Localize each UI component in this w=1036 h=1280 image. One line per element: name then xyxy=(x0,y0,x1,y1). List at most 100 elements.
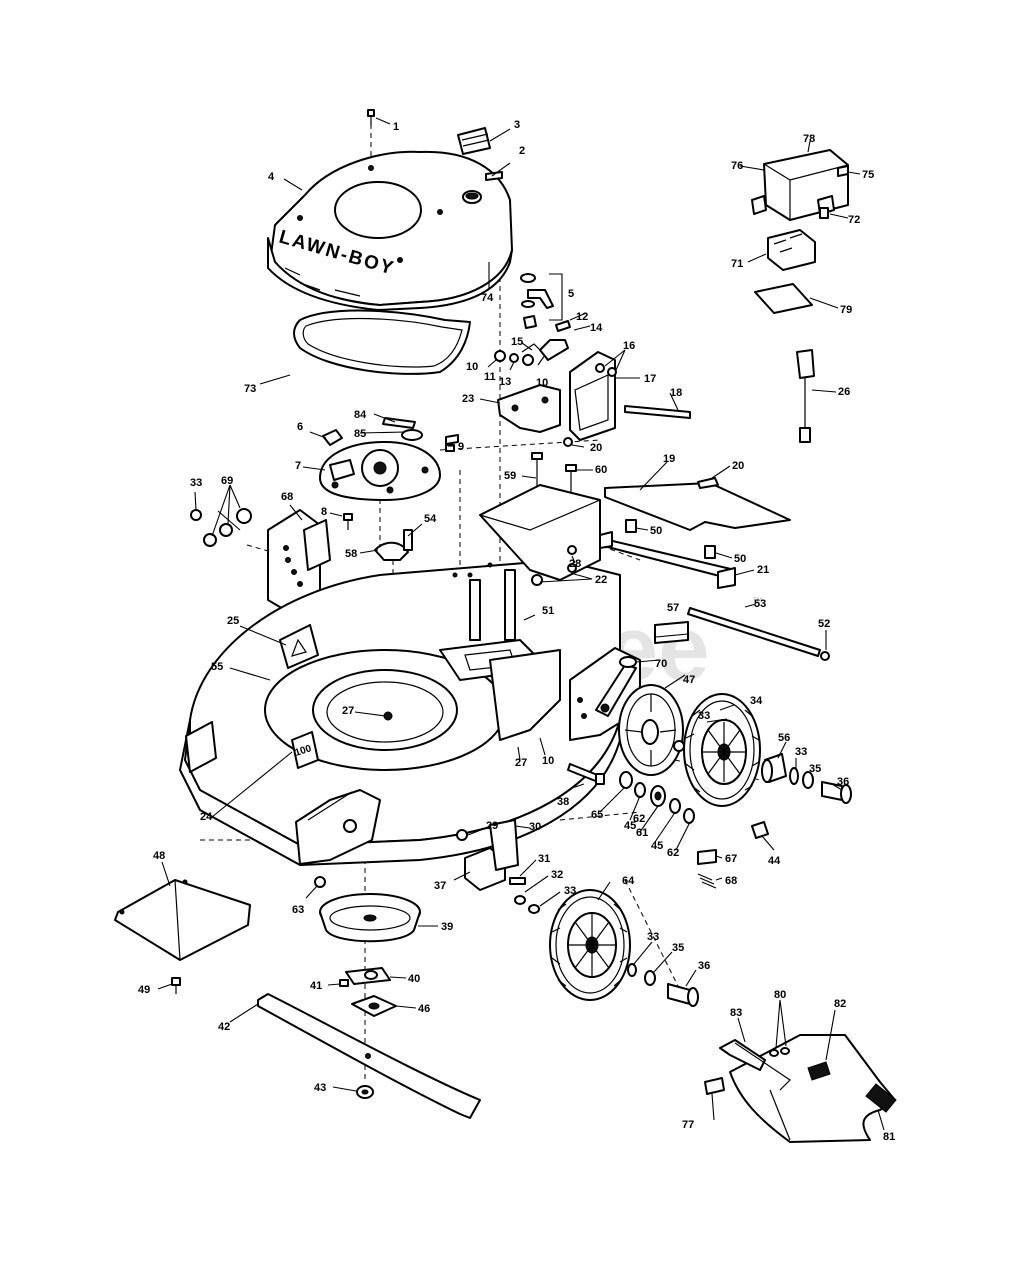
callout-50-a: 50 xyxy=(650,525,662,537)
callout-28: 28 xyxy=(569,558,581,570)
cutting-blade xyxy=(257,993,481,1119)
callout-37: 37 xyxy=(434,880,446,892)
deck-label-100: 100 xyxy=(291,731,319,769)
height-adjust-bracket-left xyxy=(190,508,331,611)
callout-35-b: 35 xyxy=(672,942,684,954)
callout-36-b: 36 xyxy=(698,960,710,972)
callout-20-a: 20 xyxy=(590,442,602,454)
callout-2: 2 xyxy=(519,145,525,157)
callout-54: 54 xyxy=(424,513,437,525)
blade-hardware xyxy=(339,967,397,1017)
bolts-59-60 xyxy=(531,452,577,495)
callout-62-b: 62 xyxy=(667,847,679,859)
callout-38: 38 xyxy=(557,796,569,808)
callout-53: 53 xyxy=(754,598,766,610)
drive-pulley xyxy=(618,684,684,776)
parts-67-68 xyxy=(697,849,717,889)
callout-70: 70 xyxy=(655,658,667,670)
callout-59: 59 xyxy=(504,470,516,482)
air-filter-assembly xyxy=(751,149,849,314)
callout-36-a: 36 xyxy=(837,776,849,788)
callout-49: 49 xyxy=(138,984,150,996)
screws-8-9 xyxy=(343,444,455,530)
label-57 xyxy=(654,621,689,644)
screw-1 xyxy=(367,109,375,126)
throttle-linkage xyxy=(494,273,691,447)
callout-35-a: 35 xyxy=(809,763,821,775)
front-axle-bracket xyxy=(456,819,540,914)
callout-27-b: 27 xyxy=(515,757,527,769)
callout-11: 11 xyxy=(484,371,496,383)
callout-69: 69 xyxy=(221,475,233,487)
callout-77: 77 xyxy=(682,1119,694,1131)
callout-62-a: 62 xyxy=(633,813,645,825)
fuel-cap xyxy=(457,127,491,204)
callout-7: 7 xyxy=(295,460,301,472)
callout-6: 6 xyxy=(297,421,303,433)
callout-33-b: 33 xyxy=(698,710,710,722)
callout-30: 30 xyxy=(529,821,541,833)
callout-63: 63 xyxy=(292,904,304,916)
callout-65: 65 xyxy=(591,809,603,821)
callout-10-b: 10 xyxy=(536,377,548,389)
callout-1: 1 xyxy=(393,121,399,133)
callout-68-b: 68 xyxy=(725,875,737,887)
callout-18: 18 xyxy=(670,387,682,399)
callout-9: 9 xyxy=(458,441,464,453)
callout-85: 85 xyxy=(354,428,366,440)
deck-label-text: 100 xyxy=(294,743,314,759)
callout-labels: 1 2 3 4 5 6 7 8 9 10 10 10 11 12 13 14 1… xyxy=(138,119,895,1143)
callout-51: 51 xyxy=(542,605,554,617)
callout-42: 42 xyxy=(218,1021,230,1033)
callout-22: 22 xyxy=(595,574,607,586)
warning-label xyxy=(279,624,319,669)
callout-67: 67 xyxy=(725,853,737,865)
rear-axle-hardware xyxy=(751,753,852,839)
callout-27-a: 27 xyxy=(342,705,354,717)
leader-lines xyxy=(157,117,885,1131)
callout-64: 64 xyxy=(622,875,635,887)
callout-14: 14 xyxy=(590,322,603,334)
callout-83: 83 xyxy=(730,1007,742,1019)
callout-57: 57 xyxy=(667,602,679,614)
callout-29: 29 xyxy=(486,820,498,832)
callout-78: 78 xyxy=(803,133,815,145)
callout-10-a: 10 xyxy=(466,361,478,373)
callout-72: 72 xyxy=(848,214,860,226)
callout-24: 24 xyxy=(200,811,213,823)
callout-82: 82 xyxy=(834,998,846,1010)
spark-plug-wire xyxy=(796,349,815,443)
callout-68-a: 68 xyxy=(281,491,293,503)
callout-46: 46 xyxy=(418,1003,430,1015)
callout-15: 15 xyxy=(511,336,523,348)
callout-33-a: 33 xyxy=(190,477,202,489)
callout-39: 39 xyxy=(441,921,453,933)
callout-45-a: 45 xyxy=(624,820,636,832)
discharge-deflector xyxy=(114,879,251,994)
callout-33-c: 33 xyxy=(795,746,807,758)
callout-3: 3 xyxy=(514,119,520,131)
callout-4: 4 xyxy=(268,171,275,183)
callout-71: 71 xyxy=(731,258,743,270)
callout-19: 19 xyxy=(663,453,675,465)
callout-5: 5 xyxy=(568,288,574,300)
callout-20-b: 20 xyxy=(732,460,744,472)
callout-48: 48 xyxy=(153,850,165,862)
small-parts-upper-left xyxy=(322,417,459,446)
callout-61: 61 xyxy=(636,827,648,839)
callout-43: 43 xyxy=(314,1082,326,1094)
callout-41: 41 xyxy=(310,980,322,992)
callout-40: 40 xyxy=(408,973,420,985)
handle-bracket-plate xyxy=(599,477,791,589)
callout-31: 31 xyxy=(538,853,550,865)
callout-13: 13 xyxy=(499,376,511,388)
grass-bag xyxy=(704,1034,897,1143)
callout-32: 32 xyxy=(551,869,563,881)
callout-23: 23 xyxy=(462,393,474,405)
callout-10-c: 10 xyxy=(542,755,554,767)
callout-16: 16 xyxy=(623,340,635,352)
callout-26: 26 xyxy=(838,386,850,398)
callout-33-e: 33 xyxy=(647,931,659,943)
callout-21: 21 xyxy=(757,564,769,576)
